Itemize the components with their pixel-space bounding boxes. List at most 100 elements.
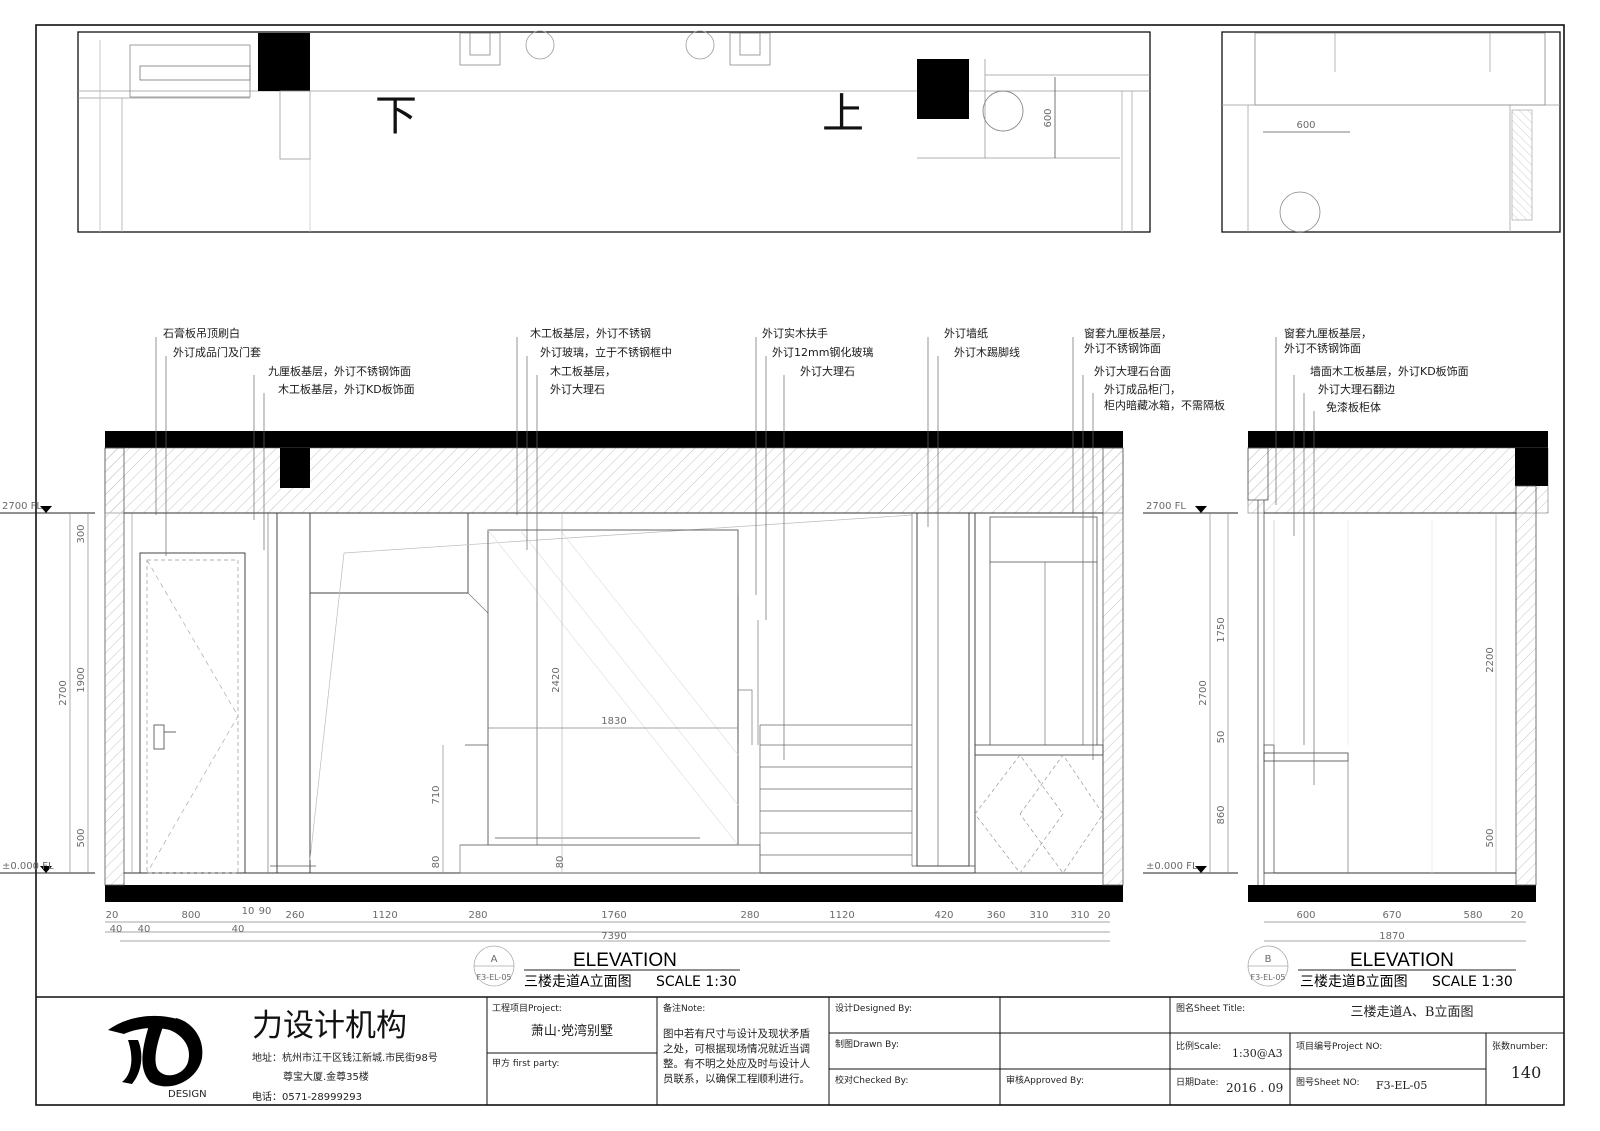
elev-a-wall-panel [916, 512, 970, 867]
firm-phone: 电话：0571-28999293 [252, 1090, 362, 1103]
sheet-title-label: 图名Sheet Title: [1176, 1002, 1245, 1014]
annotation-a-7: 外订大理石 [550, 382, 605, 396]
annotation-a-6: 木工板基层， [550, 364, 616, 378]
elev-b-dim-total: 1870 [1379, 931, 1404, 942]
annotation-a-0: 石膏板吊顶刷白 [163, 326, 240, 340]
elev-b-beam [1515, 448, 1548, 486]
elev-a-ceiling-slab [105, 431, 1123, 448]
project-no-label: 项目编号Project NO: [1296, 1040, 1382, 1052]
plan-a-column-left [258, 33, 310, 91]
elev-a-ceiling-void [104, 447, 1124, 514]
sheet-count-label: 张数number: [1492, 1040, 1548, 1052]
annotation-b-4: 免漆板柜体 [1326, 400, 1381, 414]
annotation-a-8: 外订实木扶手 [762, 326, 828, 340]
plan-label-down: 下 [375, 91, 417, 140]
elev-a-leaders [155, 337, 1094, 866]
elev-a-column [276, 512, 311, 874]
designed-label: 设计Designed By: [835, 1002, 912, 1014]
elev-a-dim-left-3: 500 [76, 828, 87, 847]
annotation-a-13: 窗套九厘板基层， [1084, 326, 1172, 340]
elev-b-heading: ELEVATION [1350, 950, 1454, 971]
firm-address-1: 地址：杭州市江干区钱江新城.市民街98号 [252, 1051, 438, 1064]
elev-b-dim-b-1: 670 [1382, 910, 1401, 921]
elev-a-dim-b-14: 20 [1098, 910, 1111, 921]
plan-a: 600 下 上 [77, 30, 1151, 233]
elevation-a: 石膏板吊顶刷白 外订成品门及门套 九厘板基层，外订不锈钢饰面 木工板基层，外订K… [0, 326, 1225, 990]
elev-b-dim-left-0: 1750 [1216, 617, 1227, 642]
annotation-b-0: 窗套九厘板基层， [1284, 326, 1372, 340]
elev-a-wall-right [1102, 447, 1124, 886]
elev-b-level-top: 2700 FL [1146, 501, 1186, 512]
note-line-2: 整。有不明之处应及时与设计人 [663, 1057, 810, 1070]
elev-b-counter [1263, 752, 1349, 762]
elev-a-heading: ELEVATION [573, 950, 677, 971]
elev-a-dim-b-6: 280 [468, 910, 487, 921]
annotation-a-3: 木工板基层，外订KD板饰面 [278, 382, 415, 396]
plan-a-frame [77, 31, 1151, 233]
elev-a-dim-b-2: 10 [242, 906, 255, 917]
elev-b-wall-right [1515, 485, 1537, 886]
elev-a-scale: SCALE 1:30 [656, 974, 737, 990]
elev-a-dim-left-2: 2700 [58, 680, 69, 705]
elev-a-floor-slab [105, 885, 1123, 902]
elev-b-scale: SCALE 1:30 [1432, 974, 1513, 990]
elev-b-leaders [1275, 337, 1315, 785]
plan-b-basin [1279, 191, 1321, 233]
elev-b-level-bottom: ±0.000 FL [1146, 861, 1198, 872]
plan-a-column-right [917, 59, 969, 119]
elev-a-dim-b2-0: 40 [110, 924, 123, 935]
elev-b-levels: 2700 FL ±0.000 FL [1143, 501, 1238, 874]
elev-a-door-leaf [146, 559, 239, 874]
elev-b-dim-b-0: 600 [1296, 910, 1315, 921]
annotation-b-3: 外订大理石翻边 [1318, 382, 1395, 396]
elev-a-dim-b-9: 1120 [829, 910, 854, 921]
elev-a-dims-left: 300 1900 2700 500 [58, 513, 89, 873]
sheet-border [35, 24, 1565, 1106]
annotation-b-2: 墙面木工板基层，外订KD板饰面 [1310, 364, 1469, 378]
annotation-a-1: 外订成品门及门套 [173, 345, 261, 359]
elev-b-dims-bottom: 600 670 580 20 1870 [1264, 910, 1526, 942]
elev-a-dim-b-4: 260 [285, 910, 304, 921]
elev-a-dims-inner: 2420 1830 710 80 80 [431, 513, 738, 873]
elev-a-dim-inner-4: 80 [555, 856, 566, 869]
elev-a-dim-b2-1: 40 [138, 924, 151, 935]
sheet-no-label: 图号Sheet NO: [1296, 1077, 1360, 1088]
annotation-a-11: 外订墙纸 [944, 326, 988, 340]
elev-b-dim-b-2: 580 [1463, 910, 1482, 921]
firm-logo-text: DESIGN [168, 1089, 207, 1100]
firm-address-2: 尊宝大厦.金尊35楼 [283, 1070, 369, 1083]
elev-b-dims-left: 1750 2700 50 860 [1198, 513, 1229, 873]
note-label: 备注Note: [663, 1002, 705, 1014]
project-label: 工程项目Project: [492, 1003, 562, 1014]
firm-logo [108, 1015, 203, 1087]
annotation-a-9: 外订12mm钢化玻璃 [772, 345, 873, 359]
elev-a-dim-inner-3: 80 [431, 856, 442, 869]
elev-a-dim-b2-2: 40 [232, 924, 245, 935]
elev-a-cabinet [974, 513, 1104, 874]
drawn-label: 制图Drawn By: [835, 1038, 899, 1050]
note-line-1: 之处，可根据现场情况就近当调 [663, 1042, 810, 1055]
elev-b-dims-inner: 2200 500 [1485, 513, 1497, 873]
elev-b-ceiling-slab [1248, 431, 1548, 448]
elev-b-dim-inner-0: 2200 [1485, 647, 1496, 672]
elev-b-dim-inner-1: 500 [1485, 828, 1496, 847]
plan-b: 600 [1221, 31, 1561, 233]
annotation-a-14: 外订不锈钢饰面 [1084, 341, 1161, 355]
sheet-count-value: 140 [1511, 1063, 1542, 1082]
elev-b-wall-left [1247, 447, 1269, 501]
title-block: DESIGN 力设计机构 地址：杭州市江干区钱江新城.市民街98号 尊宝大厦.金… [36, 996, 1564, 1105]
elev-b-floor-slab [1248, 885, 1536, 902]
elev-a-annotations: 石膏板吊顶刷白 外订成品门及门套 九厘板基层，外订不锈钢饰面 木工板基层，外订K… [163, 326, 1225, 412]
elev-a-dim-b-10: 420 [934, 910, 953, 921]
elev-a-dim-inner-0: 2420 [551, 667, 562, 692]
elev-a-ref: F3-EL-05 [476, 973, 511, 982]
elev-a-dim-b-7: 1760 [601, 910, 626, 921]
elev-b-mark: B [1265, 954, 1272, 965]
annotation-a-5: 外订玻璃，立于不锈钢框中 [540, 345, 672, 359]
elev-a-door-handle [153, 724, 165, 750]
elev-a-wall-left [104, 447, 125, 886]
elev-a-dim-b-5: 1120 [372, 910, 397, 921]
elev-a-dim-b-3: 90 [259, 906, 272, 917]
plan-a-dim-600: 600 [1043, 108, 1054, 127]
firm-name: 力设计机构 [252, 1008, 407, 1044]
